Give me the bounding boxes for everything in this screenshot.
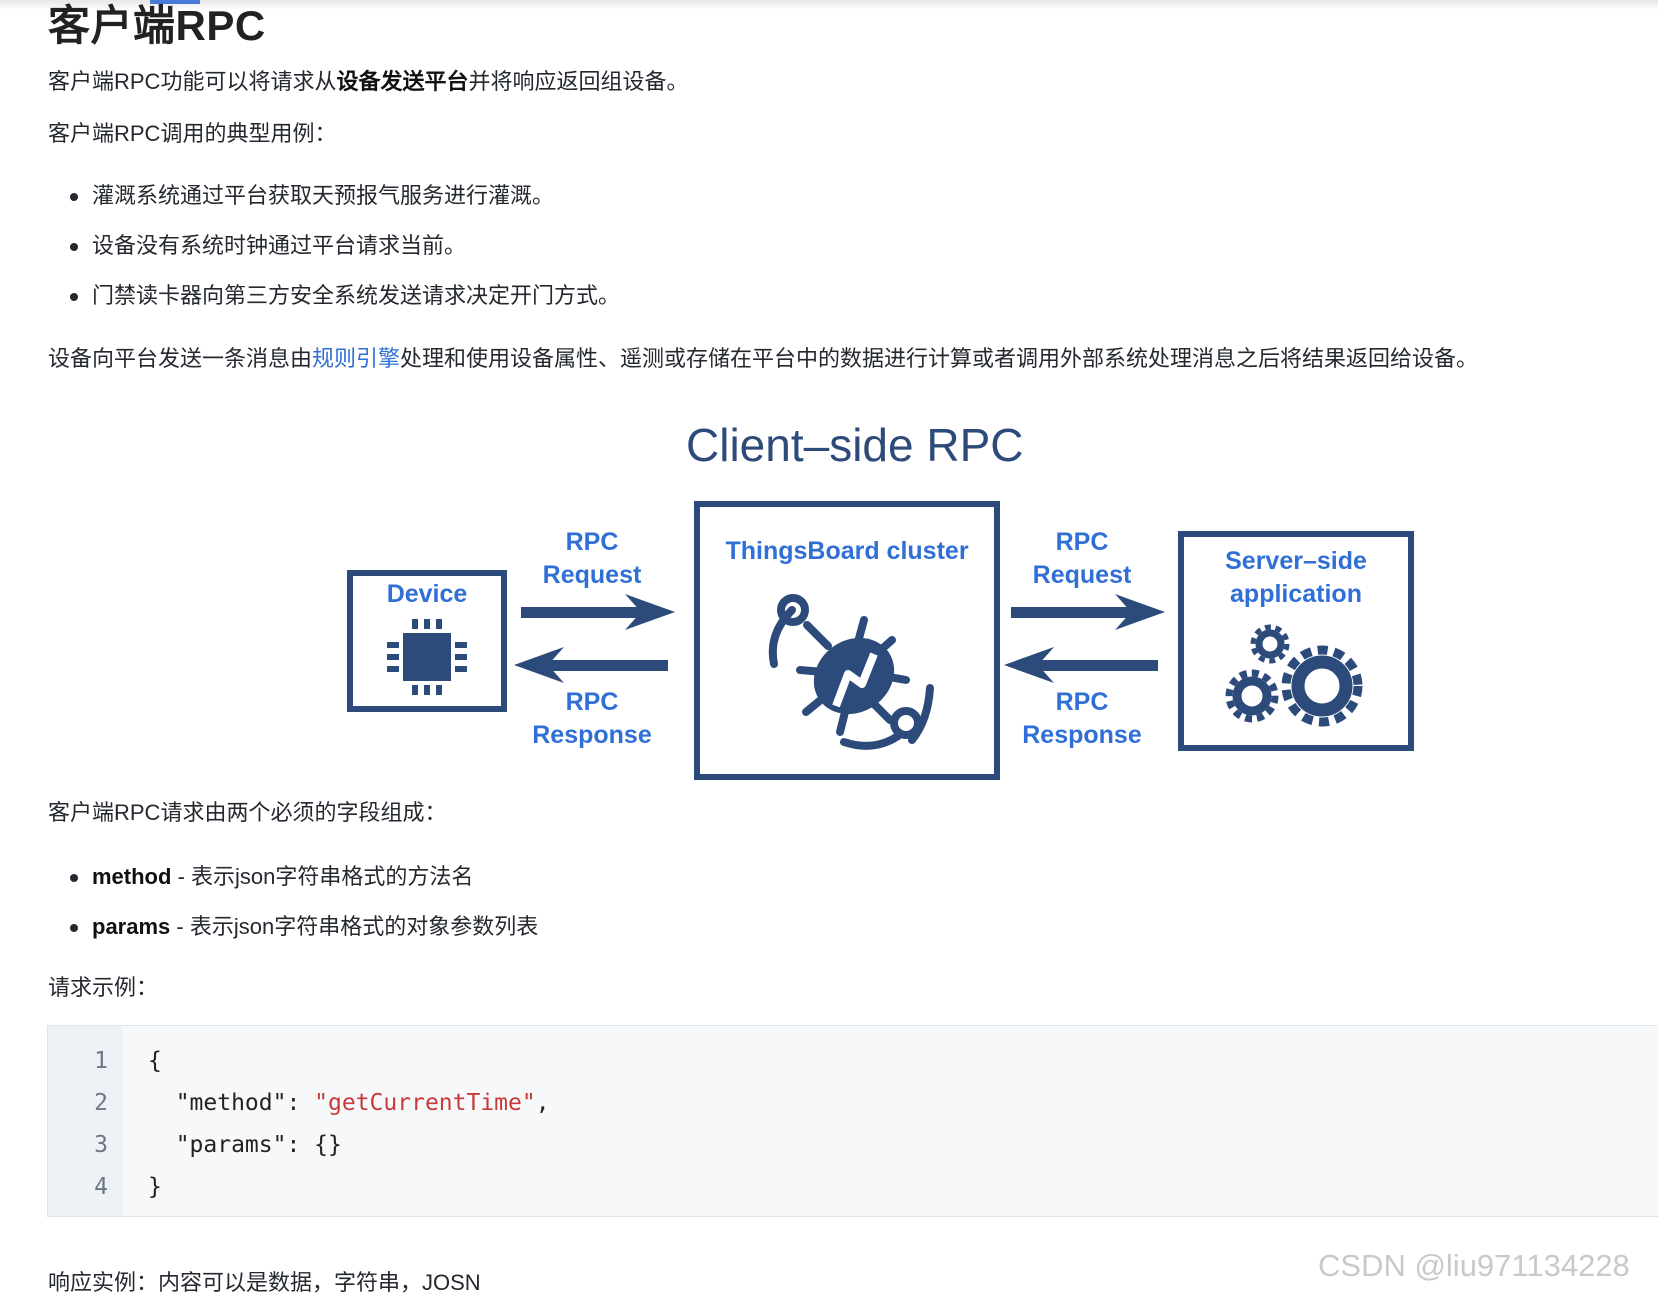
server-label: Server–side application — [1178, 545, 1414, 611]
list-item: method - 表示json字符串格式的方法名 — [48, 862, 538, 892]
code-line: "params": {} — [148, 1132, 342, 1158]
anchor-marker — [150, 0, 200, 4]
code-line: { — [148, 1048, 162, 1074]
use-cases-list: 灌溉系统通过平台获取天预报气服务进行灌溉。 设备没有系统时钟通过平台请求当前。 … — [48, 181, 620, 331]
client-side-rpc-diagram: Client–side RPC Device RPC Request RPC R… — [347, 419, 1414, 780]
intro-paragraph: 客户端RPC功能可以将请求从设备发送平台并将响应返回组设备。 — [48, 67, 688, 97]
code-string: "getCurrentTime" — [314, 1090, 536, 1116]
code-key: "method": — [148, 1090, 315, 1116]
line-number-gutter — [48, 1026, 123, 1216]
line-number: 2 — [94, 1090, 108, 1116]
thingsboard-bug-icon — [768, 594, 934, 750]
field-name: method — [92, 864, 172, 889]
use-cases-label: 客户端RPC调用的典型用例： — [48, 121, 337, 146]
list-item: params - 表示json字符串格式的对象参数列表 — [48, 912, 538, 942]
field-desc: - 表示json字符串格式的方法名 — [171, 864, 474, 889]
right-request-line1: RPC — [1055, 528, 1109, 556]
field-desc: - 表示json字符串格式的对象参数列表 — [170, 914, 539, 939]
response-arrow-left-icon — [1004, 647, 1158, 683]
right-response-label: RPC Response — [1012, 686, 1152, 752]
response-label: 响应实例：内容可以是数据，字符串，JOSN — [48, 1270, 481, 1295]
fields-label: 客户端RPC请求由两个必须的字段组成： — [48, 800, 447, 825]
line-number: 3 — [94, 1132, 108, 1158]
left-request-line1: RPC — [565, 528, 619, 556]
response-arrow-left-icon — [514, 647, 668, 683]
diagram-title: Client–side RPC — [686, 419, 1024, 471]
left-request-line2: Request — [542, 561, 642, 589]
rule-engine-link[interactable]: 规则引擎 — [312, 346, 401, 371]
left-response-line1: RPC — [565, 688, 619, 716]
line-number: 1 — [94, 1048, 108, 1074]
intro-text-bold: 设备发送平台 — [336, 69, 469, 94]
watermark: CSDN @liu971134228 — [1318, 1248, 1630, 1283]
server-label-line2: application — [1230, 580, 1362, 608]
server-label-line1: Server–side — [1225, 547, 1367, 575]
field-name: params — [92, 914, 171, 939]
left-response-label: RPC Response — [522, 686, 662, 752]
code-line: "method": "getCurrentTime", — [148, 1090, 550, 1116]
right-request-line2: Request — [1032, 561, 1132, 589]
rule-engine-paragraph: 设备向平台发送一条消息由规则引擎处理和使用设备属性、遥测或存储在平台中的数据进行… — [48, 344, 1478, 374]
right-response-line2: Response — [1022, 721, 1142, 749]
chip-icon — [387, 619, 467, 695]
intro-text-after: 并将响应返回组设备。 — [468, 69, 689, 94]
device-label: Device — [386, 580, 468, 608]
cluster-label: ThingsBoard cluster — [725, 537, 969, 565]
rule-text-after: 处理和使用设备属性、遥测或存储在平台中的数据进行计算或者调用外部系统处理消息之后… — [400, 346, 1479, 371]
list-item: 门禁读卡器向第三方安全系统发送请求决定开门方式。 — [48, 281, 620, 311]
rule-text-before: 设备向平台发送一条消息由 — [48, 346, 313, 371]
gears-icon — [1225, 624, 1363, 727]
left-request-label: RPC Request — [522, 526, 662, 592]
request-arrow-right-icon — [1011, 594, 1165, 630]
top-shadow — [0, 0, 1658, 10]
code-line: } — [148, 1174, 162, 1200]
right-response-line1: RPC — [1055, 688, 1109, 716]
code-punct: , — [535, 1090, 550, 1116]
page-title: 客户端RPC — [48, 2, 266, 49]
list-item: 设备没有系统时钟通过平台请求当前。 — [48, 231, 620, 261]
request-arrow-right-icon — [521, 594, 675, 630]
intro-text-before: 客户端RPC功能可以将请求从 — [48, 69, 337, 94]
left-response-line2: Response — [532, 721, 652, 749]
code-block[interactable]: 1 2 3 4 { "method": "getCurrentTime", "p… — [47, 1025, 1658, 1217]
example-label: 请求示例： — [48, 975, 159, 1000]
fields-list: method - 表示json字符串格式的方法名 params - 表示json… — [48, 862, 538, 962]
line-number: 4 — [94, 1174, 108, 1200]
right-request-label: RPC Request — [1012, 526, 1152, 592]
list-item: 灌溉系统通过平台获取天预报气服务进行灌溉。 — [48, 181, 620, 211]
